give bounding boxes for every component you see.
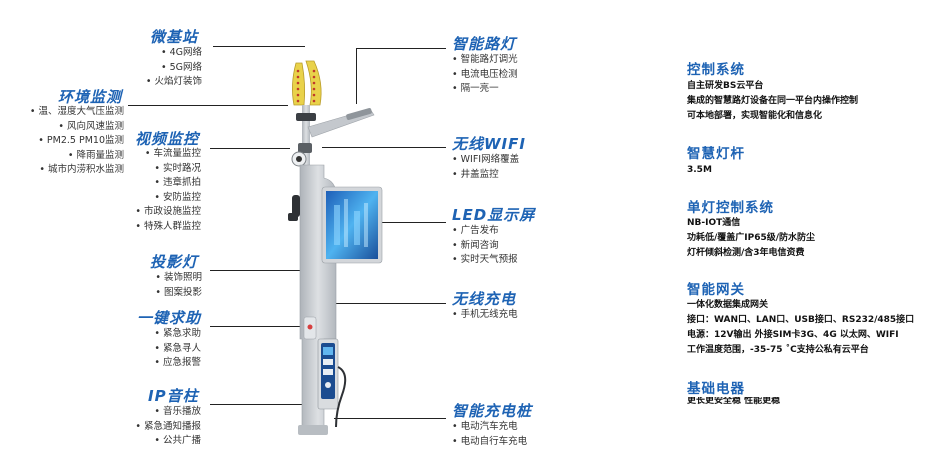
heading-smart-pole: 智慧灯杆 xyxy=(687,146,745,162)
wireless-wifi-list: WIFI网络覆盖 井盖监控 xyxy=(452,153,519,182)
charging-pile xyxy=(317,338,347,428)
wireless-charging-list: 手机无线充电 xyxy=(452,308,518,323)
projection-light-list: 装饰照明 图案投影 xyxy=(155,271,202,300)
list-item: 实时路况 xyxy=(135,162,201,177)
list-item: 新闻咨询 xyxy=(452,239,518,254)
label-wireless-charging: 无线充电 xyxy=(452,290,517,308)
list-item: 降雨量监测 xyxy=(30,149,124,164)
connector-line xyxy=(356,48,357,104)
label-one-key-help: 一键求助 xyxy=(137,309,202,327)
smart-gateway-text: 一体化数据集成网关 接口：WAN口、LAN口、USB接口、RS232/485接口… xyxy=(687,298,914,358)
list-item: PM2.5 PM10监测 xyxy=(30,134,124,149)
basic-electrical-text: 更长更安全稳 性能更稳 xyxy=(687,397,780,407)
text-line: 集成的智慧路灯设备在同一平台内操作控制 xyxy=(687,96,859,106)
text-line: NB-IOT通信 xyxy=(687,218,741,228)
connector-line xyxy=(322,147,446,148)
led-screen xyxy=(321,186,383,264)
list-item: 实时天气预报 xyxy=(452,253,518,268)
text-line: 灯杆倾斜检测/含3年电信资费 xyxy=(687,248,805,258)
connector-line xyxy=(210,404,320,405)
list-item: 火焰灯装饰 xyxy=(146,75,202,90)
label-smart-charging-pile: 智能充电桩 xyxy=(452,402,533,420)
connector-line xyxy=(334,418,446,419)
connector-line xyxy=(210,270,302,271)
list-item: 电动自行车充电 xyxy=(452,435,528,450)
list-item: 特殊人群监控 xyxy=(135,220,201,235)
list-item: 广告发布 xyxy=(452,224,518,239)
list-item: WIFI网络覆盖 xyxy=(452,153,519,168)
label-wireless-wifi: 无线WIFI xyxy=(452,135,526,153)
text-line: 一体化数据集成网关 xyxy=(687,300,769,310)
smart-pole-text: 3.5M xyxy=(687,163,712,178)
label-video-monitoring: 视频监控 xyxy=(135,130,200,148)
connector-line xyxy=(354,222,446,223)
camera-icon xyxy=(291,143,312,167)
micro-base-station-list: 4G网络 5G网络 火焰灯装饰 xyxy=(146,46,202,90)
connector-line xyxy=(213,46,305,47)
list-item: 风向风速监测 xyxy=(30,120,124,135)
label-projection-light: 投影灯 xyxy=(150,253,199,271)
list-item: 车流量监控 xyxy=(135,147,201,162)
list-item: 紧急求助 xyxy=(154,327,201,342)
list-item: 违章抓拍 xyxy=(135,176,201,191)
list-item: 城市内涝积水监测 xyxy=(30,163,124,178)
list-item: 音乐播放 xyxy=(135,405,201,420)
list-item: 紧急寻人 xyxy=(154,342,201,357)
label-led-display: LED显示屏 xyxy=(452,206,536,224)
smart-street-light-list: 智能路灯调光 电流电压检测 隔一亮一 xyxy=(452,53,518,97)
text-line: 工作温度范围，-35-75 ˚C支持公私有云平台 xyxy=(687,345,869,355)
list-item: 隔一亮一 xyxy=(452,82,518,97)
list-item: 装饰照明 xyxy=(155,271,202,286)
list-item: 井盖监控 xyxy=(452,168,519,183)
list-item: 温、湿度大气压监测 xyxy=(30,105,124,120)
list-item: 电动汽车充电 xyxy=(452,420,527,435)
projection-light-icon xyxy=(288,195,300,221)
list-item: 图案投影 xyxy=(155,286,202,301)
connector-line xyxy=(128,105,288,106)
text-line: 功耗低/覆盖广IP65级/防水防尘 xyxy=(687,233,816,243)
text-line: 电源：12V输出 外接SIM卡3G、4G 以太网、WIFI xyxy=(687,330,899,340)
heading-control-system: 控制系统 xyxy=(687,62,745,78)
label-smart-street-light: 智能路灯 xyxy=(452,35,517,53)
label-environment-monitoring: 环境监测 xyxy=(58,88,123,106)
heading-basic-electrical: 基础电器 xyxy=(687,381,745,397)
text-line: 更长更安全稳 性能更稳 xyxy=(687,397,781,406)
led-display-list: 广告发布 新闻咨询 实时天气预报 xyxy=(452,224,518,268)
list-item: 应急报警 xyxy=(154,356,201,371)
list-item: 智能路灯调光 xyxy=(452,53,518,68)
text-line: 可本地部署，实现智能化和信息化 xyxy=(687,111,823,121)
flame-decoration-icon xyxy=(292,60,322,106)
label-ip-speaker: IP音柱 xyxy=(148,387,199,405)
list-item: 4G网络 xyxy=(146,46,202,61)
single-lamp-control-text: NB-IOT通信 功耗低/覆盖广IP65级/防水防尘 灯杆倾斜检测/含3年电信资… xyxy=(687,216,815,261)
list-item: 手机无线充电 xyxy=(452,308,518,323)
video-monitoring-list: 车流量监控 实时路况 违章抓拍 安防监控 市政设施监控 特殊人群监控 xyxy=(135,147,201,234)
heading-smart-gateway: 智能网关 xyxy=(687,282,745,298)
connector-line xyxy=(322,303,446,304)
list-item: 紧急通知播报 xyxy=(135,420,201,435)
list-item: 5G网络 xyxy=(146,61,202,76)
text-line: 接口：WAN口、LAN口、USB接口、RS232/485接口 xyxy=(687,315,915,325)
list-item: 安防监控 xyxy=(135,191,201,206)
one-key-help-list: 紧急求助 紧急寻人 应急报警 xyxy=(154,327,201,371)
connector-line xyxy=(210,326,320,327)
label-micro-base-station: 微基站 xyxy=(150,28,199,46)
list-item: 电流电压检测 xyxy=(452,68,518,83)
text-line: 自主研发BS云平台 xyxy=(687,81,764,91)
smart-charging-pile-list: 电动汽车充电 电动自行车充电 xyxy=(452,420,528,450)
control-system-text: 自主研发BS云平台 集成的智慧路灯设备在同一平台内操作控制 可本地部署，实现智能… xyxy=(687,79,858,124)
environment-monitoring-list: 温、湿度大气压监测 风向风速监测 PM2.5 PM10监测 降雨量监测 城市内涝… xyxy=(30,105,124,178)
connector-line xyxy=(210,148,290,149)
list-item: 公共广播 xyxy=(135,434,201,449)
ip-speaker-list: 音乐播放 紧急通知播报 公共广播 xyxy=(135,405,201,449)
smart-pole-illustration xyxy=(288,60,383,435)
text-line: 3.5M xyxy=(687,165,712,175)
heading-single-lamp-control: 单灯控制系统 xyxy=(687,200,774,216)
connector-line xyxy=(356,48,446,49)
list-item: 市政设施监控 xyxy=(135,205,201,220)
